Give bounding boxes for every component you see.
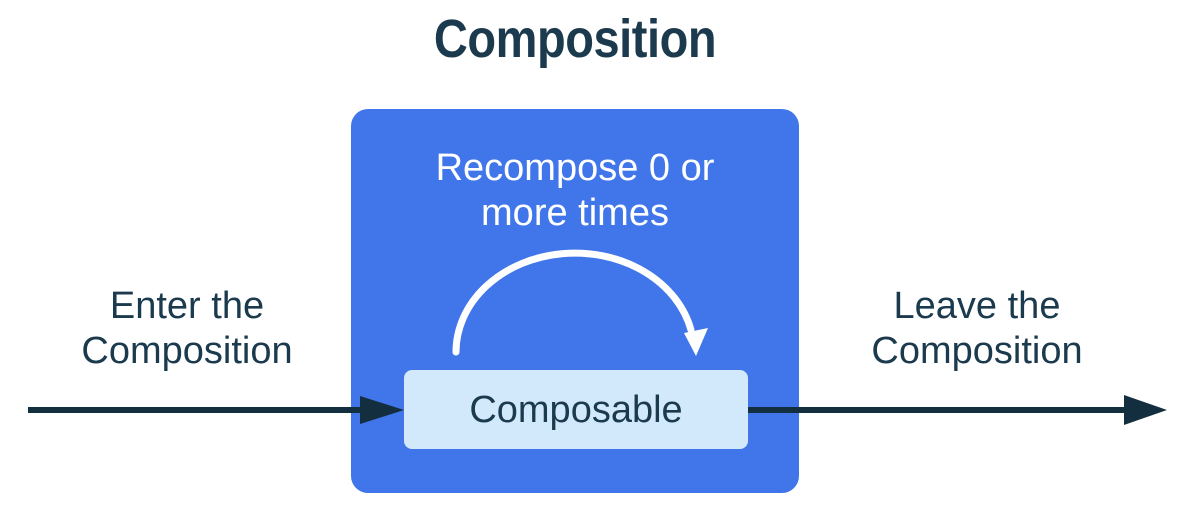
diagram-title: Composition	[433, 9, 717, 69]
leave-composition-label: Leave the Composition	[871, 285, 1083, 372]
enter-composition-label: Enter the Composition	[81, 285, 293, 372]
composable-node: Composable	[404, 370, 748, 449]
composable-label: Composable	[469, 388, 683, 431]
recompose-label: Recompose 0 or more times	[435, 147, 715, 234]
leave-arrow-head-icon	[1124, 395, 1167, 425]
